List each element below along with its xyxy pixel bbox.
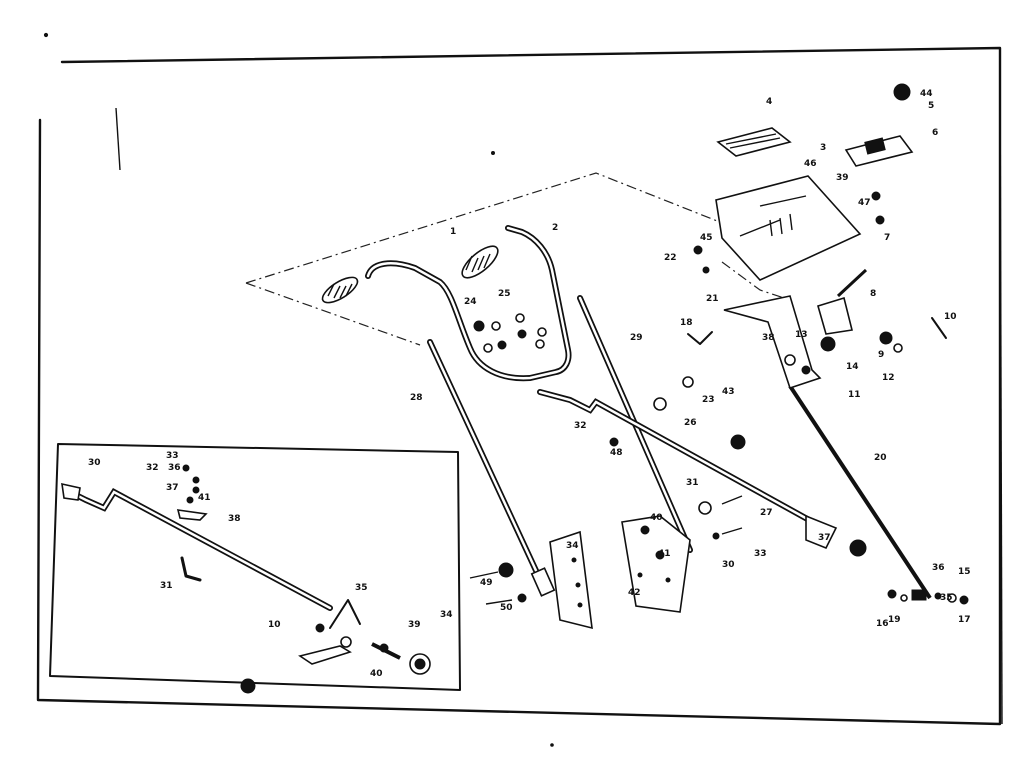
callout-label: 41 — [198, 493, 211, 503]
callout-label: 30 — [88, 458, 101, 468]
callout-label: 9 — [878, 350, 884, 360]
top-knob — [893, 83, 911, 101]
callout-label: 17 — [958, 615, 971, 625]
callout-label: 43 — [722, 387, 735, 397]
callout-label: 20 — [874, 453, 887, 463]
callout-label: 31 — [160, 581, 173, 591]
rod-end-hardware — [887, 589, 969, 605]
callout-label: 13 — [795, 330, 808, 340]
callout-label: 41 — [658, 549, 671, 559]
callout-label: 39 — [836, 173, 849, 183]
callout-label: 35 — [355, 583, 368, 593]
callout-label: 14 — [846, 362, 859, 372]
callout-label: 37 — [818, 533, 831, 543]
callout-label: 32 — [574, 421, 587, 431]
callout-label: 10 — [944, 312, 957, 322]
plane-outline — [245, 172, 741, 284]
callout-label: 33 — [166, 451, 179, 461]
callout-label: 5 — [928, 101, 934, 111]
control-panel — [715, 175, 862, 281]
left-grip — [321, 276, 359, 304]
callout-label: 39 — [408, 620, 421, 630]
callout-label: 2 — [552, 223, 558, 233]
callout-label: 35 — [940, 593, 953, 603]
callout-label: 50 — [500, 603, 513, 613]
callout-label: 26 — [684, 418, 697, 428]
callout-label: 18 — [680, 318, 693, 328]
callout-label: 31 — [686, 478, 699, 488]
callout-label: 4 — [766, 97, 772, 107]
callout-label: 30 — [722, 560, 735, 570]
left-lower-bolts — [469, 562, 527, 605]
callout-label: 38 — [762, 333, 775, 343]
outer-frame — [36, 46, 1002, 726]
callout-label: 23 — [702, 395, 715, 405]
callout-label: 6 — [932, 128, 938, 138]
callout-label: 33 — [754, 549, 767, 559]
callout-label: 11 — [848, 390, 861, 400]
callout-label: 25 — [498, 289, 511, 299]
callout-label: 12 — [882, 373, 895, 383]
callout-label: 44 — [920, 89, 933, 99]
callout-label: 36 — [168, 463, 181, 473]
right-grip — [461, 245, 499, 279]
callout-label: 37 — [166, 483, 179, 493]
callout-label: 16 — [876, 619, 889, 629]
knob-mid — [730, 434, 746, 450]
callout-label: 15 — [958, 567, 971, 577]
handlebar — [365, 225, 572, 382]
callout-label: 47 — [858, 198, 871, 208]
callout-label: 27 — [760, 508, 773, 518]
callout-label: 8 — [870, 289, 876, 299]
control-bracket — [687, 268, 947, 390]
callout-label: 21 — [706, 294, 719, 304]
callout-label: 7 — [884, 233, 890, 243]
callout-label: 40 — [650, 513, 663, 523]
callout-label: 10 — [268, 620, 281, 630]
callout-label: 19 — [888, 615, 901, 625]
callout-label: 1 — [450, 227, 456, 237]
callout-label: 24 — [464, 297, 477, 307]
decal-panel — [716, 127, 792, 157]
inset-rod — [63, 487, 333, 611]
callout-label: 45 — [700, 233, 713, 243]
throttle-rod — [788, 384, 932, 600]
callout-label: 32 — [146, 463, 159, 473]
callout-label: 42 — [628, 588, 641, 598]
handle-bolts — [473, 313, 547, 353]
inset-detail — [49, 443, 461, 694]
callout-label: 34 — [440, 610, 453, 620]
left-handle-tube — [427, 339, 556, 597]
inset-callout-labels: 10 30 31 32 33 34 35 36 37 38 39 40 41 — [88, 451, 453, 679]
callout-label: 28 — [410, 393, 423, 403]
callout-label: 38 — [228, 514, 241, 524]
callout-label: 49 — [480, 578, 493, 588]
mid-hardware — [609, 376, 743, 540]
right-bracket-plate — [621, 515, 691, 613]
callout-label: 40 — [370, 669, 383, 679]
callout-label: 48 — [610, 448, 623, 458]
shift-rod — [537, 389, 838, 550]
callout-label: 34 — [566, 541, 579, 551]
callout-label: 46 — [804, 159, 817, 169]
callout-label: 36 — [932, 563, 945, 573]
callout-label: 22 — [664, 253, 677, 263]
callout-label: 3 — [820, 143, 826, 153]
callout-label: 29 — [630, 333, 643, 343]
